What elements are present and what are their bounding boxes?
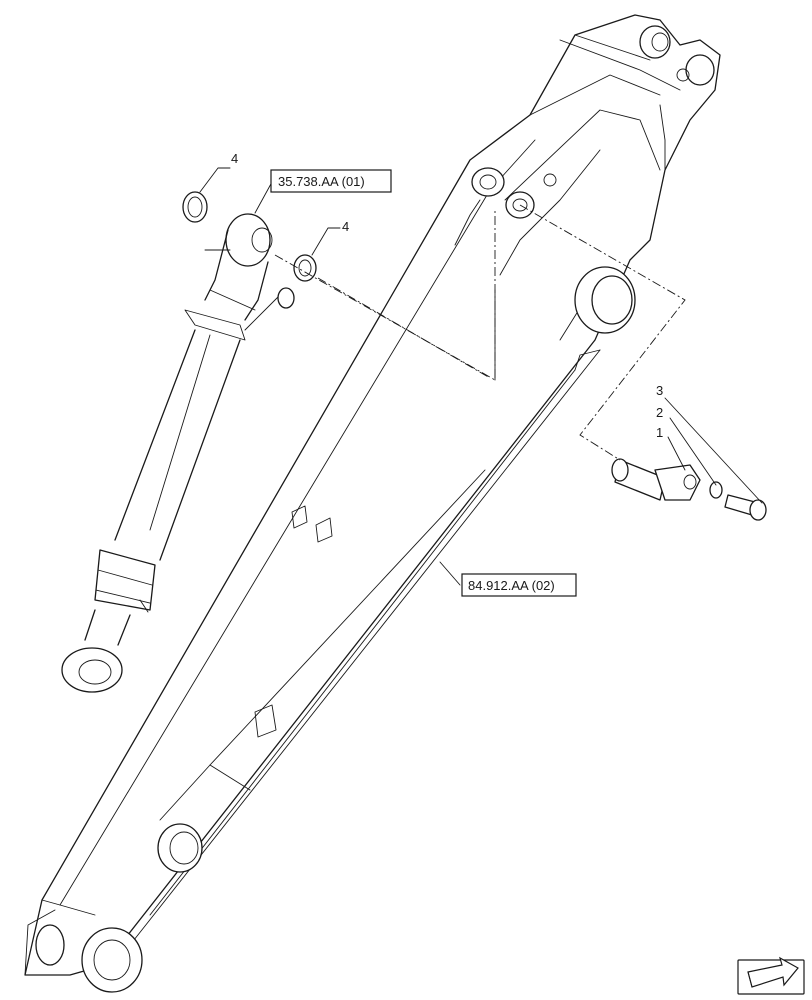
arm-reference-label: 84.912.AA (02) <box>468 578 555 593</box>
callout-washer-b: 4 <box>342 219 349 234</box>
cylinder-reference-label: 35.738.AA (01) <box>278 174 365 189</box>
assembly-lines <box>274 204 686 461</box>
callout-washer-a: 4 <box>231 151 238 166</box>
cylinder-reference-link[interactable]: 35.738.AA (01) <box>270 169 392 193</box>
washer-small <box>709 481 723 499</box>
pin <box>611 458 701 501</box>
callout-washer-small: 2 <box>656 405 663 420</box>
hydraulic-cylinder <box>61 213 295 693</box>
arm-assembly <box>24 14 721 993</box>
callout-bolt: 3 <box>656 383 663 398</box>
washer-b <box>293 254 317 282</box>
bolt <box>724 494 767 521</box>
callout-pin: 1 <box>656 425 663 440</box>
washer-a <box>182 191 208 223</box>
callout-leaders <box>199 167 763 586</box>
next-page-arrow-icon[interactable] <box>737 956 805 995</box>
arm-reference-link[interactable]: 84.912.AA (02) <box>461 573 577 597</box>
